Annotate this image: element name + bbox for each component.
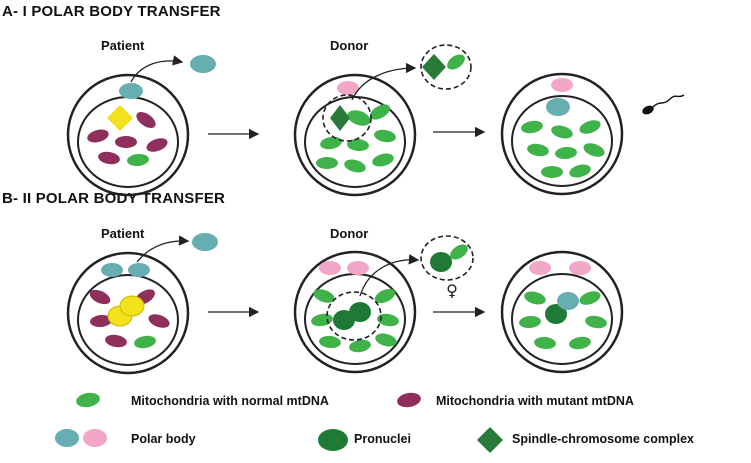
- section-a-title: A- I POLAR BODY TRANSFER: [2, 3, 221, 20]
- legend-mutant-mito-swatch: [397, 392, 421, 408]
- female-symbol: ♀: [446, 281, 458, 300]
- legend-normal-mito-swatch: [76, 392, 100, 408]
- b-patient-oocyte: [66, 251, 190, 375]
- a-removed-polar-body: [190, 55, 216, 73]
- b-removed-polar-body: [192, 233, 218, 251]
- b-patient-label: Patient: [101, 226, 145, 241]
- legend: [55, 392, 503, 453]
- legend-mutant-mito-label: Mitochondria with mutant mtDNA: [436, 394, 634, 408]
- legend-polar-body-pink-swatch: [83, 429, 107, 447]
- legend-pronuclei-swatch: [318, 429, 348, 451]
- a-patient-label: Patient: [101, 38, 145, 53]
- a-donor-label: Donor: [330, 38, 369, 53]
- section-b-title: B- II POLAR BODY TRANSFER: [2, 190, 226, 207]
- a-patient-oocyte: [66, 73, 190, 197]
- a-reconstructed-oocyte: [500, 72, 624, 196]
- legend-pronuclei-label: Pronuclei: [354, 432, 411, 446]
- legend-spindle-swatch: [477, 427, 503, 453]
- legend-spindle-label: Spindle-chromosome complex: [512, 432, 694, 446]
- b-reconstructed-oocyte: [500, 250, 624, 374]
- a-donor-oocyte: [293, 73, 417, 197]
- sperm-icon: [642, 94, 685, 115]
- b-donor-label: Donor: [330, 226, 369, 241]
- b-donor-oocyte: [293, 250, 417, 374]
- b-extracted-karyoplast: [420, 235, 474, 281]
- a-extracted-karyoplast: [420, 44, 472, 90]
- legend-polar-body-teal-swatch: [55, 429, 79, 447]
- legend-normal-mito-label: Mitochondria with normal mtDNA: [131, 394, 329, 408]
- legend-polar-body-label: Polar body: [131, 432, 196, 446]
